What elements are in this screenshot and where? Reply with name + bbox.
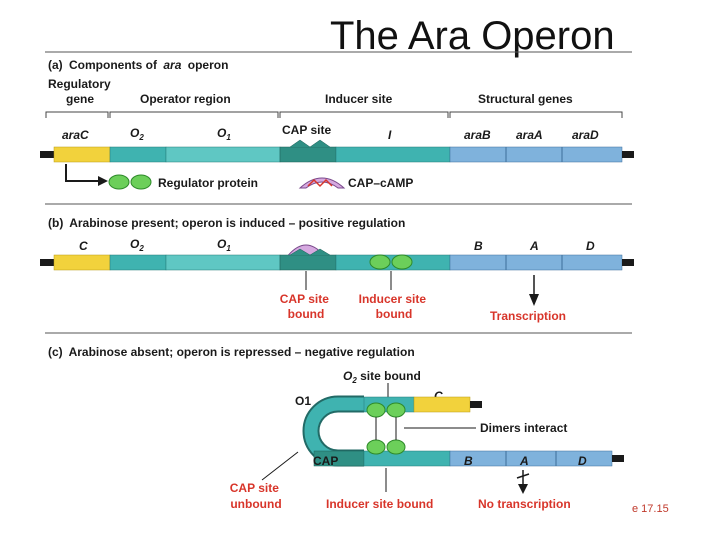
dimers-interact-label: Dimers interact — [480, 421, 567, 435]
cap-site-unbound-label: CAP site unbound — [230, 481, 282, 511]
dna-loop — [302, 395, 624, 467]
inducer-bound-protein — [369, 254, 391, 270]
regulator-protein-label: Regulator protein — [158, 176, 258, 190]
regulator-protein-icon — [108, 174, 130, 190]
cap-site-bumps — [289, 139, 331, 148]
regulatory-bracket — [45, 111, 109, 118]
inducer-bracket — [279, 111, 449, 118]
c-label: C — [79, 239, 88, 253]
panel-c-heading: (c) Arabinose absent; operon is represse… — [48, 345, 415, 359]
araB-label: araB — [464, 128, 491, 142]
araA-label: araA — [516, 128, 543, 142]
inducer-i-label: I — [388, 128, 392, 142]
o1-segment — [165, 146, 281, 163]
structural-bracket — [449, 111, 623, 118]
cap-camp-icon — [298, 177, 346, 189]
o2-site-bound-label: O2 site bound — [343, 369, 421, 385]
dna-strand-a — [40, 139, 634, 163]
araC-segment — [53, 146, 111, 163]
panel-b-heading: (b) Arabinose present; operon is induced… — [48, 216, 405, 230]
dna-end-right — [622, 151, 634, 158]
c-a-label: A — [519, 454, 529, 468]
inducer-site-bound-label: Inducer site bound — [359, 292, 430, 321]
d-label: D — [586, 239, 595, 253]
dna-strand-b — [40, 248, 634, 271]
regulator-arrow — [65, 164, 98, 182]
o2-label: O2 — [130, 126, 144, 142]
structural-segment — [449, 146, 623, 163]
inducer-segment — [335, 146, 451, 163]
cap-camp-label: CAP–cAMP — [348, 176, 413, 190]
region-brackets — [45, 111, 623, 118]
no-transcription-label: No transcription — [478, 497, 571, 511]
c-d-label: D — [578, 454, 587, 468]
c-b-label: B — [464, 454, 473, 468]
operator-bracket — [109, 111, 279, 118]
b-o2-label: O2 — [130, 237, 144, 253]
dimers — [366, 402, 406, 455]
araC-label: araC — [62, 128, 89, 142]
cap-site-bound-label: CAP site bound — [280, 292, 332, 321]
dna-end-left — [40, 151, 54, 158]
operator-region-label: Operator region — [140, 92, 231, 106]
b-label: B — [474, 239, 483, 253]
panel-a-heading: (a) Components of ara operon — [48, 58, 228, 72]
a-label: A — [529, 239, 539, 253]
c-cap-label: CAP — [313, 454, 338, 468]
b-o1-label: O1 — [217, 237, 231, 253]
figure-label: e 17.15 — [632, 503, 669, 515]
o1-label: O1 — [217, 126, 231, 142]
structural-genes-label: Structural genes — [478, 92, 573, 106]
c-c-label: C — [434, 389, 443, 403]
cap-site-label: CAP site — [282, 123, 331, 137]
inducer-site-label: Inducer site — [325, 92, 393, 106]
o2-segment — [109, 146, 167, 163]
cap-site-segment — [279, 146, 337, 163]
transcription-label: Transcription — [490, 309, 566, 323]
slide-title: The Ara Operon — [330, 14, 615, 58]
araD-label: araD — [572, 128, 599, 142]
c-inducer-site-bound-label: Inducer site bound — [326, 497, 433, 511]
c-o1-label: O1 — [295, 394, 311, 408]
